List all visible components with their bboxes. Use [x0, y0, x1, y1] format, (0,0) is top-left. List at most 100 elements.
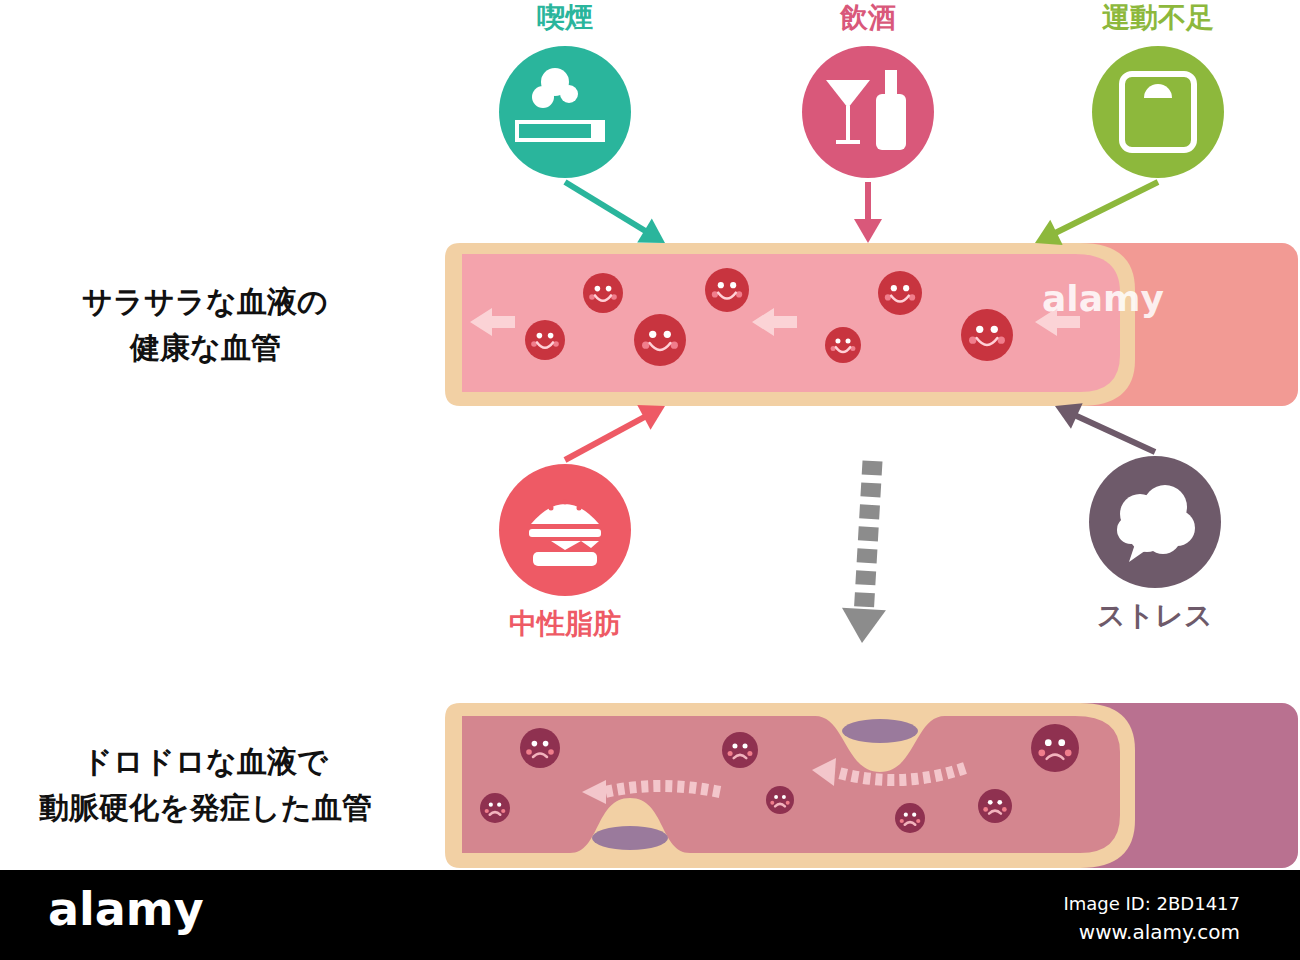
blood-cell — [583, 273, 623, 313]
blood-cell — [978, 789, 1012, 823]
blood-cell — [961, 309, 1013, 361]
connector-line — [865, 182, 871, 221]
eye — [835, 339, 840, 344]
cheek — [1002, 807, 1007, 812]
eye — [743, 744, 748, 749]
sesame — [563, 500, 568, 505]
scale-body — [1122, 74, 1194, 150]
mouth — [905, 822, 916, 825]
bottle-neck — [885, 70, 897, 98]
arrowhead — [637, 405, 665, 430]
cheek — [916, 819, 920, 823]
mouth — [490, 812, 501, 815]
sesame — [549, 506, 554, 511]
eye — [649, 331, 656, 338]
cheek — [770, 801, 774, 805]
vessel-label: ドロドロな血液で 動脈硬化を発症した血管 — [5, 739, 405, 831]
eye — [1045, 739, 1052, 746]
circle-shape — [499, 464, 631, 596]
cheek — [526, 749, 532, 755]
eye — [903, 285, 909, 291]
bun-bottom — [533, 552, 597, 566]
cheek — [983, 807, 988, 812]
vessel-lumen — [462, 716, 1120, 853]
image-id: Image ID: 2BD1417 — [1063, 893, 1240, 914]
eye — [976, 326, 983, 333]
cheek — [998, 337, 1005, 344]
eye — [732, 744, 737, 749]
cloud — [1145, 518, 1181, 554]
connector-arrow — [854, 182, 882, 243]
risk-factor-circle: 喫煙 — [485, 0, 645, 182]
connector-line — [565, 182, 646, 232]
sesame — [577, 506, 582, 511]
plaque — [592, 826, 668, 850]
cheek — [728, 751, 733, 756]
eye — [1058, 739, 1065, 746]
blood-cell — [1031, 724, 1079, 772]
factor-label: 喫煙 — [537, 0, 593, 36]
eye — [891, 285, 897, 291]
cheek — [671, 342, 678, 349]
blood-cell — [705, 268, 749, 312]
factor-label: 運動不足 — [1102, 0, 1214, 36]
risk-factor-circle: ストレス — [1075, 452, 1235, 634]
eye — [606, 286, 612, 292]
blood-cell — [634, 314, 686, 366]
connector-arrow — [842, 461, 886, 643]
eye — [846, 339, 851, 344]
eye — [730, 282, 736, 288]
factor-label: 飲酒 — [840, 0, 896, 36]
cheek — [1065, 749, 1072, 756]
risk-factor-circle: 飲酒 — [788, 0, 948, 182]
blood-cell — [480, 793, 510, 823]
mouth — [836, 347, 850, 352]
cheek — [747, 751, 752, 756]
cheek — [548, 749, 554, 755]
watermark: alamy — [1042, 278, 1164, 319]
arrowhead — [842, 608, 886, 643]
blood-cell — [525, 320, 565, 360]
circle-shape — [499, 46, 631, 178]
vessel-label: サラサラな血液の 健康な血管 — [45, 279, 365, 371]
factor-label: 中性脂肪 — [509, 606, 621, 642]
cheek — [501, 809, 505, 813]
footer-bar — [0, 870, 1300, 960]
eye — [904, 813, 908, 817]
glass — [826, 80, 870, 108]
bun-top — [531, 504, 599, 524]
scale-dial — [1144, 84, 1172, 98]
arrowhead — [854, 219, 882, 243]
mouth — [977, 338, 998, 345]
connector-arrow — [565, 182, 665, 243]
blood-cell — [722, 732, 758, 768]
mouth — [650, 343, 671, 350]
circle-shape — [1089, 456, 1221, 588]
icon-circle — [1088, 42, 1228, 182]
mouth — [891, 296, 909, 302]
eye — [718, 282, 724, 288]
blood-cell — [825, 327, 861, 363]
cheek — [900, 819, 904, 823]
eye — [782, 795, 786, 799]
eye — [543, 741, 549, 747]
cheek — [1038, 749, 1045, 756]
blood-vessel: サラサラな血液の 健康な血管 — [445, 243, 1300, 406]
risk-factor-circle: 運動不足 — [1078, 0, 1238, 182]
cigarette-tip — [591, 122, 603, 140]
connector-line — [565, 416, 646, 460]
blood-cells — [525, 268, 1013, 366]
plaque — [842, 719, 918, 743]
circle-shape — [802, 46, 934, 178]
mouth — [989, 811, 1001, 814]
factor-label: ストレス — [1097, 598, 1213, 634]
brand-logo: alamy — [48, 882, 204, 936]
patty — [529, 529, 601, 537]
icon-circle — [1085, 452, 1225, 592]
cheese — [531, 541, 599, 550]
mouth — [734, 755, 747, 758]
circle-shape — [1092, 46, 1224, 178]
connector-arrow — [1055, 403, 1155, 452]
blood-cell — [878, 271, 922, 315]
